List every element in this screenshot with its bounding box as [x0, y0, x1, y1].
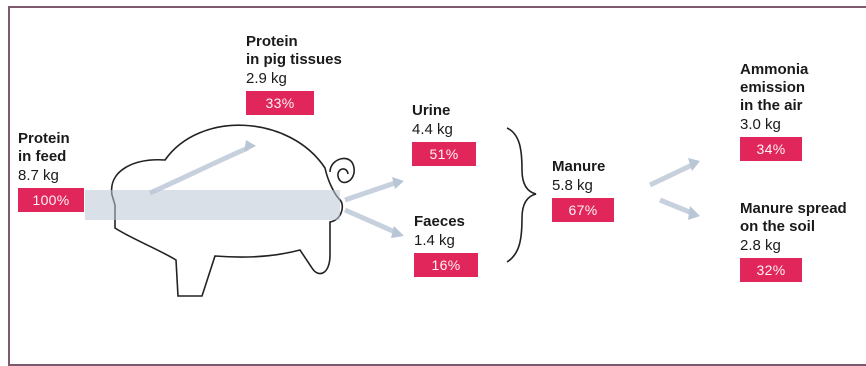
node-faeces: Faeces 1.4 kg 16% — [414, 213, 478, 277]
node-manure: Manure 5.8 kg 67% — [552, 158, 614, 222]
node-feed: Protein in feed 8.7 kg 100% — [18, 130, 84, 212]
node-urine: Urine 4.4 kg 51% — [412, 102, 476, 166]
faeces-arrow — [345, 210, 395, 232]
manure-brace — [507, 128, 536, 262]
urine-label: Urine — [412, 102, 476, 120]
spread-arrowhead — [688, 206, 700, 220]
ammonia-label: Ammonia emission in the air — [740, 61, 808, 115]
ammonia-amount: 3.0 kg — [740, 115, 808, 134]
manure-percent-badge: 67% — [552, 198, 614, 222]
ammonia-arrow — [650, 165, 692, 185]
node-ammonia: Ammonia emission in the air 3.0 kg 34% — [740, 61, 808, 161]
spread-arrow — [660, 200, 692, 213]
feed-label: Protein in feed — [18, 130, 84, 166]
tissues-label: Protein in pig tissues — [246, 33, 342, 69]
urine-arrow — [345, 183, 395, 200]
faeces-percent-badge: 16% — [414, 253, 478, 277]
spread-amount: 2.8 kg — [740, 236, 847, 255]
feed-flow-band — [85, 190, 340, 220]
pig-tail — [330, 158, 354, 182]
faeces-label: Faeces — [414, 213, 478, 231]
faeces-arrowhead — [391, 226, 404, 238]
urine-amount: 4.4 kg — [412, 120, 476, 139]
manure-label: Manure — [552, 158, 614, 176]
feed-amount: 8.7 kg — [18, 166, 84, 185]
faeces-amount: 1.4 kg — [414, 231, 478, 250]
tissues-amount: 2.9 kg — [246, 69, 342, 88]
node-tissues: Protein in pig tissues 2.9 kg 33% — [246, 33, 342, 115]
manure-amount: 5.8 kg — [552, 176, 614, 195]
ammonia-percent-badge: 34% — [740, 137, 802, 161]
urine-percent-badge: 51% — [412, 142, 476, 166]
tissues-percent-badge: 33% — [246, 91, 314, 115]
spread-label: Manure spread on the soil — [740, 200, 847, 236]
flow-illustration — [0, 0, 866, 343]
spread-percent-badge: 32% — [740, 258, 802, 282]
node-spread: Manure spread on the soil 2.8 kg 32% — [740, 200, 847, 282]
tissues-arrowhead — [244, 140, 256, 152]
urine-arrowhead — [392, 177, 404, 189]
feed-percent-badge: 100% — [18, 188, 84, 212]
tissues-arrow — [150, 148, 248, 193]
